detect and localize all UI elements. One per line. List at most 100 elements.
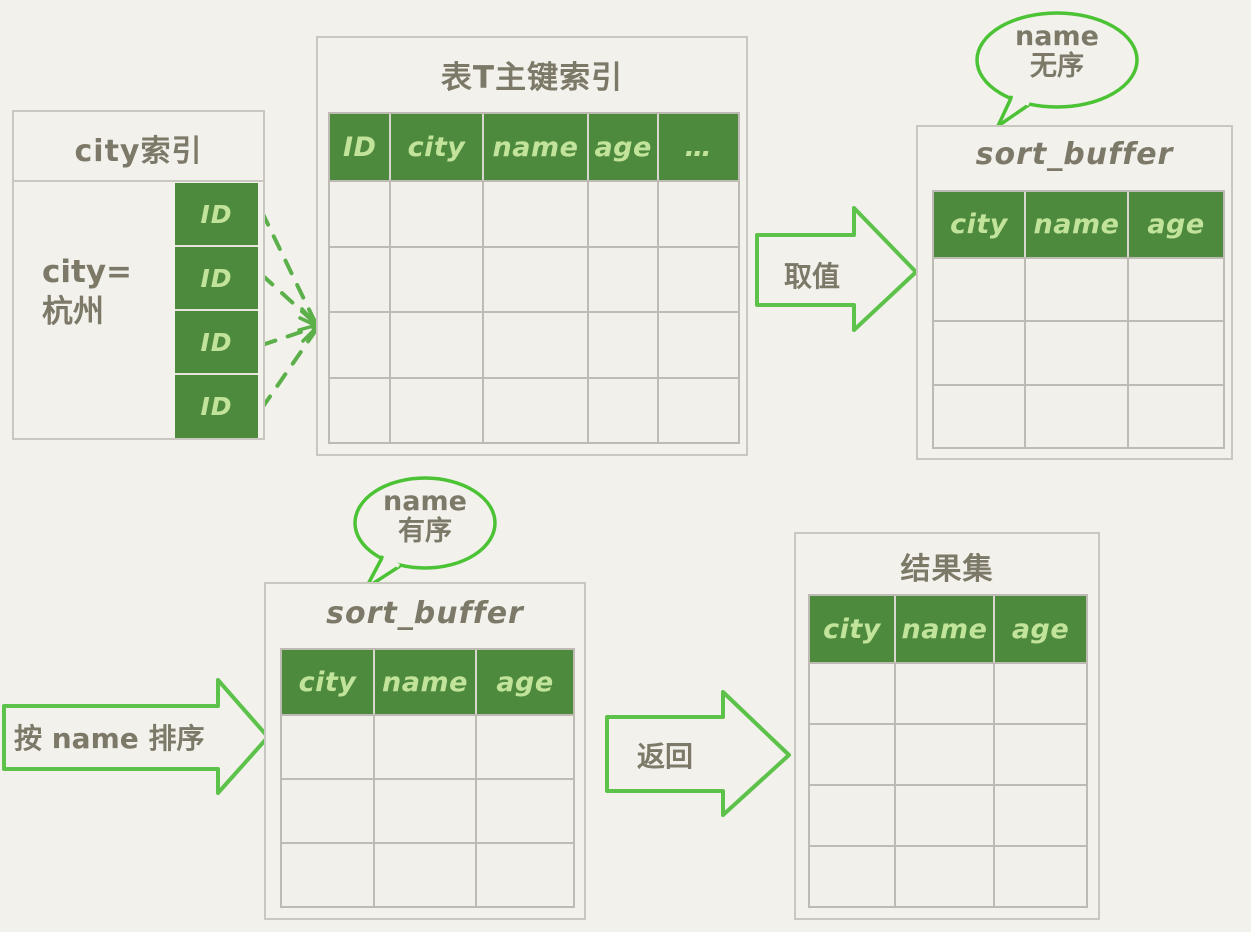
sort-buffer-unsorted-title: sort_buffer	[975, 137, 1174, 172]
col-city: city	[282, 650, 375, 714]
col-age: age	[477, 650, 573, 714]
table-row	[330, 378, 738, 442]
table-cell	[934, 385, 1026, 447]
table-row	[934, 385, 1223, 447]
table-cell	[483, 313, 590, 377]
table-cell	[330, 182, 392, 246]
table-cell	[658, 378, 738, 442]
table-cell	[810, 847, 896, 906]
bubble-name-ordered-text: name 有序	[383, 486, 467, 548]
result-set-title: 结果集	[900, 552, 994, 587]
result-set-grid: city name age	[808, 594, 1088, 908]
table-cell	[375, 780, 477, 842]
col-age: age	[995, 596, 1086, 662]
table-cell	[282, 780, 375, 842]
table-cell	[810, 664, 896, 723]
sort-buffer-sorted-grid: city name age	[280, 648, 575, 908]
id-cell: ID	[175, 247, 258, 311]
table-t-header-row: ID city name age …	[330, 114, 738, 182]
id-cell: ID	[175, 183, 258, 247]
id-connector-lines	[260, 210, 318, 410]
table-cell	[810, 725, 896, 784]
id-cell: ID	[175, 375, 258, 438]
sort-arrow-label: 按 name 排序	[14, 722, 205, 755]
table-cell	[896, 664, 995, 723]
table-t-title: 表T主键索引	[440, 60, 624, 96]
table-t-col-id: ID	[330, 114, 392, 180]
table-cell	[995, 725, 1086, 784]
id-connector-3	[260, 325, 318, 347]
table-cell	[995, 664, 1086, 723]
table-t-grid: ID city name age …	[328, 112, 740, 444]
table-cell	[810, 786, 896, 845]
table-cell	[896, 786, 995, 845]
table-cell	[658, 313, 738, 377]
sort-buffer-unsorted-grid: city name age	[932, 190, 1225, 449]
id-cell: ID	[175, 311, 258, 375]
table-cell	[477, 844, 573, 906]
city-index-title: city索引	[74, 134, 203, 169]
table-cell	[477, 716, 573, 778]
table-row	[810, 725, 1086, 786]
table-cell	[1129, 322, 1223, 384]
return-arrow-label: 返回	[636, 740, 693, 773]
table-cell	[934, 259, 1026, 321]
table-cell	[995, 847, 1086, 906]
table-cell	[330, 313, 392, 377]
sort-buffer-sorted-title: sort_buffer	[326, 596, 524, 631]
col-city: city	[934, 192, 1026, 257]
table-cell	[896, 847, 995, 906]
table-cell	[375, 716, 477, 778]
id-connector-4	[260, 328, 318, 410]
table-cell	[589, 313, 659, 377]
col-city: city	[810, 596, 896, 662]
table-cell	[658, 247, 738, 311]
city-index-id-column: ID ID ID ID	[175, 183, 258, 438]
table-cell	[391, 378, 484, 442]
id-connector-2	[260, 273, 318, 326]
col-age: age	[1129, 192, 1223, 257]
table-cell	[896, 725, 995, 784]
id-connector-1	[260, 210, 318, 326]
col-name: name	[896, 596, 995, 662]
sort-buffer-unsorted-header-row: city name age	[934, 192, 1223, 259]
table-row	[810, 786, 1086, 847]
table-cell	[589, 247, 659, 311]
table-row	[282, 844, 573, 906]
city-index-title-divider	[14, 180, 263, 182]
table-cell	[658, 182, 738, 246]
table-cell	[375, 844, 477, 906]
table-cell	[391, 247, 484, 311]
table-cell	[1129, 259, 1223, 321]
result-set-header-row: city name age	[810, 596, 1086, 664]
table-row	[330, 247, 738, 313]
fetch-arrow-label: 取值	[783, 260, 840, 293]
table-cell	[589, 378, 659, 442]
table-cell	[391, 182, 484, 246]
table-cell	[589, 182, 659, 246]
table-row	[330, 313, 738, 379]
table-row	[282, 716, 573, 780]
bubble-name-unordered-text: name 无序	[1015, 21, 1099, 83]
table-row	[810, 664, 1086, 725]
table-cell	[1026, 385, 1129, 447]
table-cell	[934, 322, 1026, 384]
table-cell	[483, 247, 590, 311]
table-t-col-name: name	[483, 114, 590, 180]
table-cell	[1026, 322, 1129, 384]
table-row	[934, 322, 1223, 386]
table-row	[810, 847, 1086, 906]
table-t-col-city: city	[391, 114, 484, 180]
sort-buffer-sorted-header-row: city name age	[282, 650, 573, 716]
connector-arrowheads	[297, 307, 321, 343]
table-cell	[282, 716, 375, 778]
table-cell	[330, 247, 392, 311]
table-cell	[391, 313, 484, 377]
table-cell	[1026, 259, 1129, 321]
city-index-condition: city= 杭州	[42, 254, 133, 330]
table-row	[282, 780, 573, 844]
table-cell	[1129, 385, 1223, 447]
col-name: name	[375, 650, 477, 714]
table-row	[934, 259, 1223, 323]
